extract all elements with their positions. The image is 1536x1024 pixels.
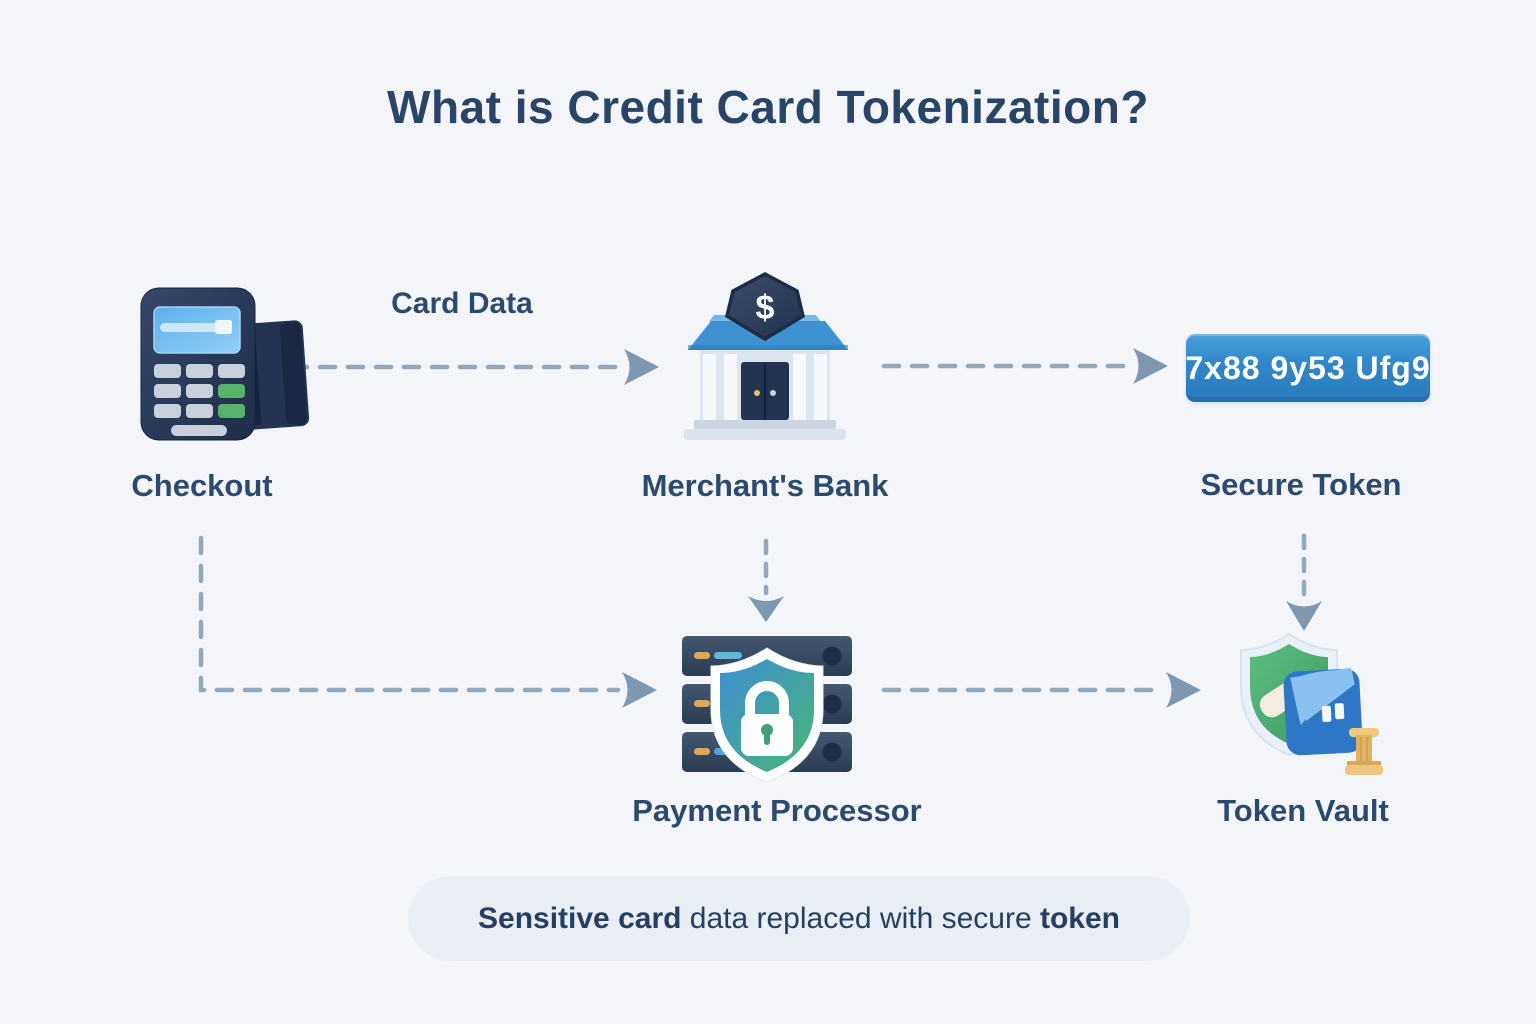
footer-summary: Sensitive card data replaced with secure…	[408, 876, 1190, 961]
vault-box	[1283, 667, 1363, 756]
processor-label: Payment Processor	[632, 793, 922, 828]
server-shield-lock-icon	[682, 636, 852, 783]
lock-icon	[741, 681, 793, 756]
shield-vault-icon	[1240, 632, 1383, 775]
footer-bold-lead: Sensitive card	[478, 901, 682, 935]
security-shield	[710, 647, 824, 783]
arrow-bank-to-processor	[748, 538, 784, 622]
secure-token-label: Secure Token	[1200, 467, 1402, 502]
dollar-symbol: $	[756, 289, 775, 327]
vault-label: Token Vault	[1217, 793, 1389, 828]
arrow-checkout-to-processor	[198, 535, 657, 708]
bank-facade	[700, 350, 830, 420]
gold-spool	[1345, 728, 1383, 775]
arrow-bank-to-token	[881, 348, 1168, 384]
terminal-keypad	[154, 364, 245, 436]
terminal-screen	[153, 306, 241, 354]
arrow-token-to-vault	[1286, 533, 1322, 631]
bank-door	[741, 362, 789, 420]
bank-building-icon: $	[684, 272, 848, 440]
arrow-processor-to-vault	[881, 672, 1201, 708]
payment-terminal-icon	[140, 287, 310, 441]
bank-steps	[684, 420, 846, 440]
footer-middle: data replaced with secure	[681, 901, 1040, 935]
checkout-label: Checkout	[131, 468, 273, 503]
dollar-shield-icon: $	[724, 272, 806, 342]
bank-label: Merchant's Bank	[641, 468, 889, 503]
card-data-edge-label: Card Data	[391, 287, 533, 320]
arrow-checkout-to-bank	[289, 349, 659, 385]
secure-token-chip: 7x88 9y53 Ufg9	[1185, 334, 1430, 402]
page-title: What is Credit Card Tokenization?	[387, 81, 1149, 133]
footer-bold-tail: token	[1039, 901, 1120, 935]
